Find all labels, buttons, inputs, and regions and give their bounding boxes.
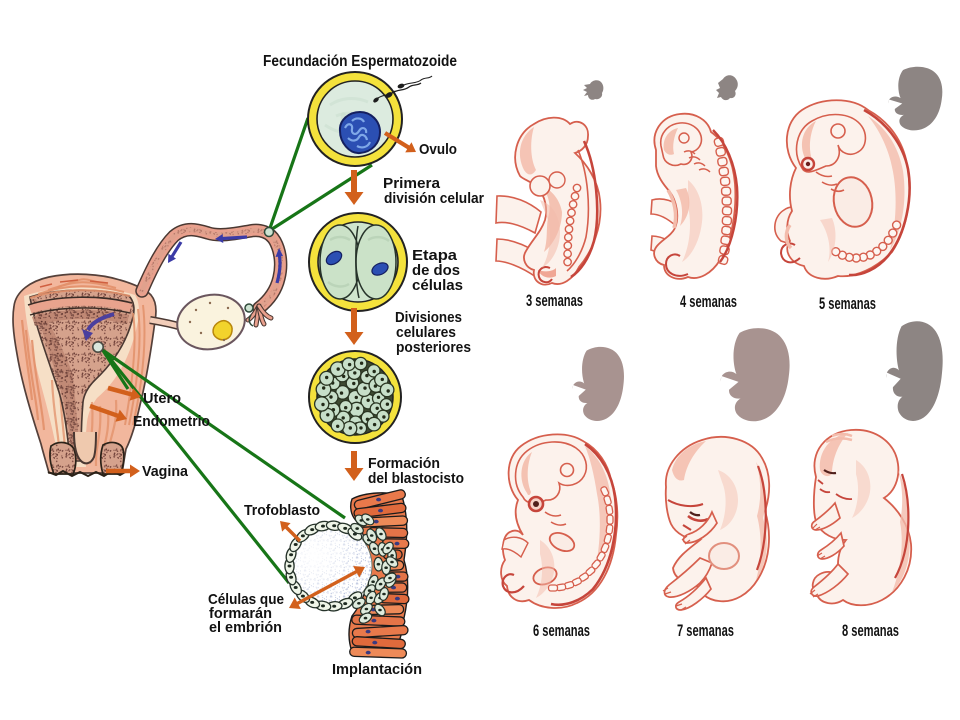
svg-text:células: células [412, 277, 463, 294]
svg-text:Trofoblasto: Trofoblasto [244, 502, 320, 519]
svg-text:del blastocisto: del blastocisto [368, 470, 464, 487]
svg-text:Endometrio: Endometrio [133, 413, 210, 430]
svg-text:8 semanas: 8 semanas [842, 622, 899, 640]
svg-text:7 semanas: 7 semanas [677, 622, 734, 640]
svg-text:3 semanas: 3 semanas [526, 292, 583, 310]
svg-text:Utero: Utero [143, 390, 181, 407]
svg-text:Divisiones: Divisiones [395, 309, 462, 326]
svg-text:Implantación: Implantación [332, 661, 422, 678]
svg-text:formarán: formarán [209, 605, 272, 622]
svg-text:de dos: de dos [412, 262, 460, 279]
svg-text:Etapa: Etapa [412, 247, 458, 264]
svg-text:Células que: Células que [208, 591, 284, 608]
svg-text:Ovulo: Ovulo [419, 141, 457, 158]
svg-text:el embrión: el embrión [209, 619, 282, 636]
svg-text:4 semanas: 4 semanas [680, 293, 737, 311]
svg-text:Formación: Formación [368, 455, 440, 472]
svg-text:división celular: división celular [384, 190, 484, 207]
svg-text:Vagina: Vagina [142, 463, 189, 480]
svg-text:5 semanas: 5 semanas [819, 295, 876, 313]
svg-text:6 semanas: 6 semanas [533, 622, 590, 640]
svg-text:Fecundación Espermatozoide: Fecundación Espermatozoide [263, 53, 457, 70]
svg-text:celulares: celulares [396, 324, 456, 341]
svg-text:Primera: Primera [383, 175, 441, 192]
svg-text:posteriores: posteriores [396, 339, 471, 356]
